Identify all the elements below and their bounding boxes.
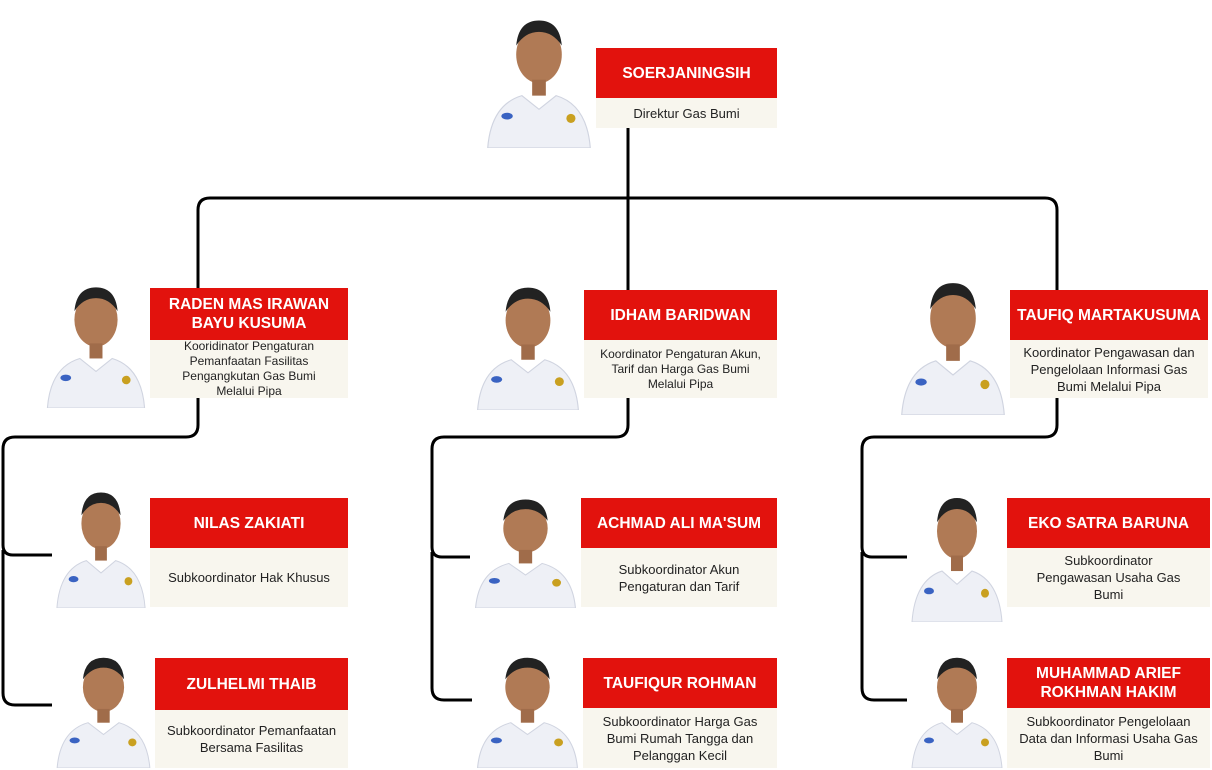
sub-m1-photo xyxy=(470,482,581,608)
coord-mid-name: IDHAM BARIDWAN xyxy=(584,290,777,340)
sub-l1-name: NILAS ZAKIATI xyxy=(150,498,348,548)
connector-level1 xyxy=(196,196,1059,290)
sub-l1-title: Subkoordinator Hak Khusus xyxy=(150,548,348,607)
sub-m2-title: Subkoordinator Harga Gas Bumi Rumah Tang… xyxy=(583,708,777,768)
director-name: SOERJANINGSIH xyxy=(596,48,777,98)
connector-mid-branch xyxy=(430,398,630,702)
sub-r1-photo xyxy=(907,478,1007,622)
coord-left-name: RADEN MAS IRAWAN BAYU KUSUMA xyxy=(150,288,348,340)
coord-right-title: Koordinator Pengawasan dan Pengelolaan I… xyxy=(1010,340,1208,398)
coord-mid-title: Koordinator Pengaturan Akun, Tarif dan H… xyxy=(584,340,777,398)
coord-right-name: TAUFIQ MARTAKUSUMA xyxy=(1010,290,1208,340)
coord-left-title: Kooridinator Pengaturan Pemanfaatan Fasi… xyxy=(150,339,348,398)
sub-l1-photo xyxy=(52,474,150,608)
coord-mid-photo xyxy=(472,268,584,410)
sub-r2-name: MUHAMMAD ARIEF ROKHMAN HAKIM xyxy=(1007,658,1210,708)
sub-l2-title: Subkoordinator Pemanfaatan Bersama Fasil… xyxy=(155,710,348,768)
sub-l2-photo xyxy=(52,640,155,768)
coord-left-photo xyxy=(42,268,150,408)
sub-r2-title: Subkoordinator Pengelolaan Data dan Info… xyxy=(1007,708,1210,768)
sub-l2-name: ZULHELMI THAIB xyxy=(155,658,348,710)
connector-left-branch xyxy=(1,398,200,707)
coord-right-photo xyxy=(896,262,1010,415)
sub-m2-name: TAUFIQUR ROHMAN xyxy=(583,658,777,708)
director-photo xyxy=(482,0,596,148)
sub-r1-title: Subkoordinator Pengawasan Usaha Gas Bumi xyxy=(1007,548,1210,607)
sub-r2-photo xyxy=(907,640,1007,768)
sub-m2-photo xyxy=(472,640,583,768)
director-title: Direktur Gas Bumi xyxy=(596,98,777,128)
sub-m1-title: Subkoordinator Akun Pengaturan dan Tarif xyxy=(581,548,777,607)
sub-r1-name: EKO SATRA BARUNA xyxy=(1007,498,1210,548)
connector-right-branch xyxy=(860,398,1059,702)
sub-m1-name: ACHMAD ALI MA'SUM xyxy=(581,498,777,548)
